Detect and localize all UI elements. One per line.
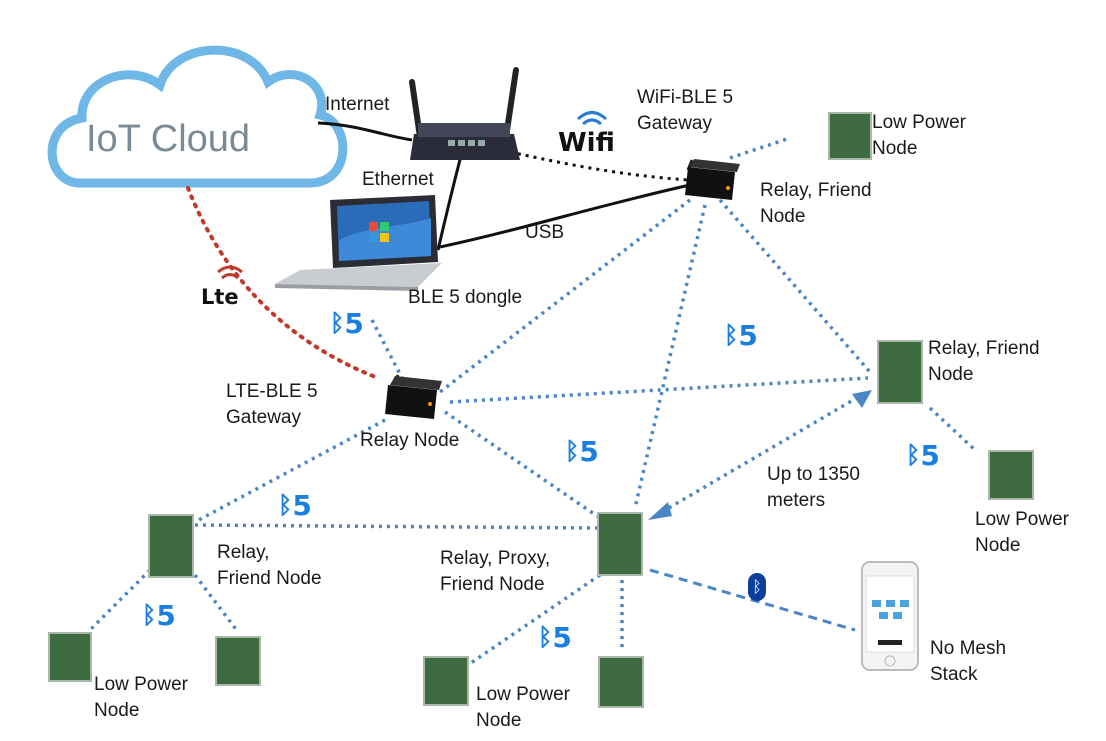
bluetooth-icon: ᛒ <box>906 441 921 469</box>
lte-signal-icon <box>217 265 243 280</box>
mesh-link-left-lpn1 <box>88 568 152 632</box>
lpn-top-right-label: Low Power Node <box>872 112 966 159</box>
relay-friend-top-label: Relay, Friend Node <box>760 180 872 227</box>
laptop-icon <box>275 195 442 291</box>
no-mesh-label: No Mesh Stack <box>930 638 1007 685</box>
mesh-link-wifigw-lpn-topright <box>729 136 791 160</box>
ble5-badge: ᛒ5 <box>565 436 599 467</box>
bluetooth-icon: ᛒ <box>330 309 345 337</box>
cloud-shape <box>47 45 348 188</box>
chip-relay-proxy-friend <box>597 512 643 576</box>
wifi-signal-icon <box>576 111 608 126</box>
ble-dongle-label: BLE 5 dongle <box>408 287 523 308</box>
internet-link <box>317 121 413 142</box>
lte-link <box>186 186 380 380</box>
ble5-badge: ᛒ5 <box>278 490 312 521</box>
ble5-badge-number: 5 <box>920 439 940 472</box>
internet-label: Internet <box>325 94 390 115</box>
ble5-badge-number: 5 <box>292 489 312 522</box>
chip-lpn-bottom-left-1 <box>48 632 92 682</box>
ble5-badge-number: 5 <box>738 319 758 352</box>
chip-relay-friend-right <box>877 340 923 404</box>
ble5-badge-number: 5 <box>344 307 364 340</box>
relay-proxy-friend-label: Relay, Proxy, Friend Node <box>440 548 551 595</box>
relay-node-label: Relay Node <box>360 430 460 451</box>
mesh-link-relaynode-right <box>449 376 869 404</box>
wifi-logo: Wifi <box>558 128 615 158</box>
bluetooth-icon: ᛒ <box>142 601 157 629</box>
wifi-gateway-label: WiFi-BLE 5 Gateway <box>637 87 734 134</box>
chip-lpn-bottom-center-2 <box>598 656 644 708</box>
lpn-right-label: Low Power Node <box>975 509 1069 556</box>
relay-friend-right-label: Relay, Friend Node <box>928 338 1040 385</box>
mesh-link-right-lpn <box>928 406 977 452</box>
mesh-link-wifigw-right <box>718 198 872 374</box>
mesh-link-proxy-lpn1 <box>467 573 601 667</box>
bluetooth-icon: ᛒ <box>538 623 553 651</box>
cloud-label: IoT Cloud <box>86 118 251 160</box>
smartphone-icon <box>861 561 919 671</box>
ble5-badge-number: 5 <box>552 621 572 654</box>
mesh-link-relaynode-dongle <box>370 319 404 379</box>
lte-gateway-device <box>385 374 442 419</box>
usb-link <box>439 183 691 249</box>
ble5-badge-number: 5 <box>579 435 599 468</box>
lte-gateway-label: LTE-BLE 5 Gateway <box>226 381 318 428</box>
chip-lpn-bottom-center-1 <box>423 656 469 706</box>
mesh-link-wifigw-proxy <box>633 204 707 509</box>
chip-relay-friend-left <box>148 514 194 578</box>
bluetooth-icon: ᛒ <box>565 437 580 465</box>
chip-lpn-right <box>988 450 1034 500</box>
range-arrow <box>648 390 872 520</box>
ble5-badge: ᛒ5 <box>330 308 364 339</box>
lpn-bottom-left-label: Low Power Node <box>94 674 188 721</box>
chip-lpn-top-right <box>828 112 872 160</box>
wifi-gateway-device <box>685 159 740 200</box>
ble5-badge: ᛒ5 <box>906 440 940 471</box>
ble5-badge: ᛒ5 <box>538 622 572 653</box>
bluetooth-icon: ᛒ <box>724 321 739 349</box>
bluetooth-icon: ᛒ <box>278 491 293 519</box>
lpn-bottom-center-label: Low Power Node <box>476 684 570 731</box>
relay-friend-left-label: Relay, Friend Node <box>217 542 322 589</box>
range-label: Up to 1350 meters <box>767 464 860 511</box>
ethernet-label: Ethernet <box>362 169 434 190</box>
router-icon <box>409 67 520 160</box>
usb-label: USB <box>525 222 565 243</box>
chip-lpn-bottom-left-2 <box>215 636 261 686</box>
ble5-badge: ᛒ5 <box>724 320 758 351</box>
ble5-badge-number: 5 <box>156 599 176 632</box>
ble5-badge: ᛒ5 <box>142 600 176 631</box>
mesh-link-left-proxy <box>194 523 598 530</box>
lte-logo: Lte <box>201 285 239 309</box>
bluetooth-icon: ᛒ <box>748 573 766 601</box>
ethernet-link <box>436 151 464 251</box>
